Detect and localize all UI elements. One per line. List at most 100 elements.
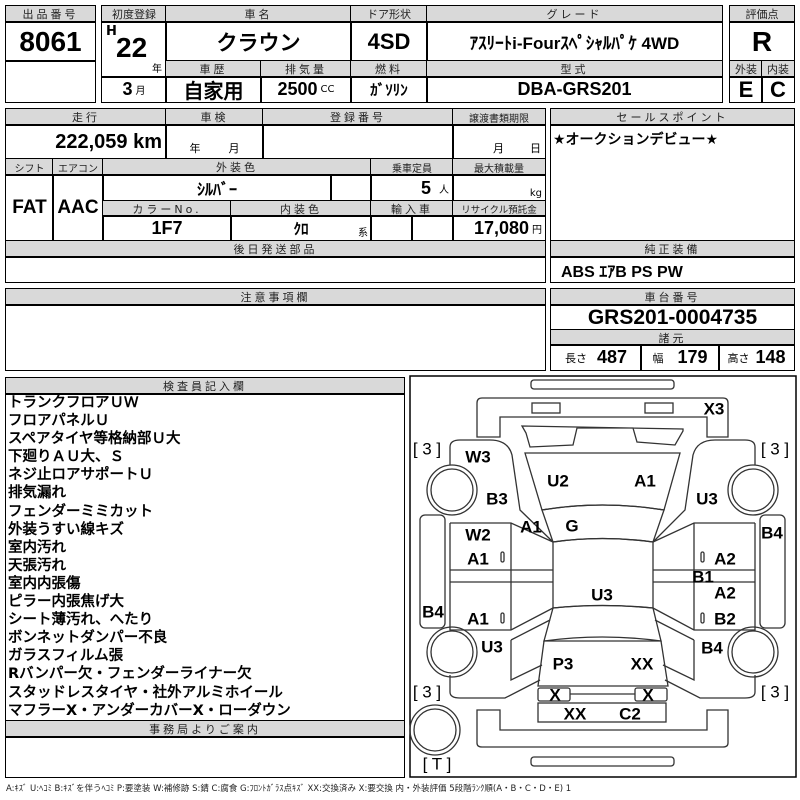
grille <box>520 425 684 448</box>
inspection-year-unit: 年 <box>189 142 201 155</box>
legend: A:ｷｽﾞ U:ﾍｺﾐ B:ｷｽﾞを伴うﾍｺﾐ P:要塗装 W:補修跡 S:錆 … <box>6 784 572 794</box>
model: DBA-GRS201 <box>426 76 723 103</box>
reg-no-value <box>262 124 454 160</box>
damage-mark: A1 <box>520 517 542 536</box>
front-bumper-bar <box>530 379 675 390</box>
rear-window <box>543 604 662 642</box>
first-reg-year: H 22 年 <box>101 21 167 78</box>
inspector-line: 外装うすい線キズ <box>8 521 124 538</box>
history-label: 車歴 <box>165 60 262 78</box>
spare-tire <box>413 708 457 752</box>
damage-mark: B4 <box>701 638 723 657</box>
wheel-rear-right <box>731 630 775 674</box>
lot-no: 8061 <box>5 21 96 62</box>
inspector-line: ボンネットダンパー不良 <box>8 630 168 647</box>
year-unit: 年 <box>152 64 162 75</box>
recycle-label: リサイクル預託金 <box>452 200 546 217</box>
inspector-line: 室内汚れ <box>8 539 66 556</box>
transfer-month-unit: 月 <box>493 142 504 155</box>
later-parts-label: 後日発送部品 <box>5 240 546 258</box>
damage-mark: A2 <box>714 583 736 602</box>
equipment: ABS ｴｱB PS PW <box>550 256 795 283</box>
displacement-unit: CC <box>320 84 335 95</box>
inspector-line: Rバンパー欠・フェンダーライナー欠 <box>8 666 252 683</box>
inspector-line: ネジ止ロアサポートＵ <box>8 467 153 484</box>
left-side-skirt <box>419 514 446 629</box>
mileage: 222,059 km <box>5 124 167 160</box>
year: 22 <box>116 32 148 63</box>
left-doors <box>449 523 554 631</box>
damage-mark: A1 <box>467 549 489 568</box>
grade-label: グレード <box>426 5 723 23</box>
car-name: クラウン <box>165 21 352 62</box>
notes-label: 注意事項欄 <box>5 288 546 306</box>
interior-label: 内装 <box>761 60 795 78</box>
month: 3 <box>122 79 133 99</box>
damage-mark: X <box>549 685 561 704</box>
diagram-frame <box>409 375 797 778</box>
office-label: 事務局よりご案内 <box>5 720 405 738</box>
grade: ｱｽﾘｰﾄi-Fourｽﾍﾟｼｬﾙﾊﾟｹ 4WD <box>426 21 723 62</box>
interior-color-label: 内装色 <box>230 200 372 217</box>
wheel-front-right <box>731 468 775 512</box>
inspector-line: 下廻りＡＵ大、Ｓ <box>8 449 124 466</box>
score-label: 評価点 <box>729 5 795 23</box>
damage-mark: W3 <box>465 447 491 466</box>
trunk <box>537 640 669 687</box>
reg-no-label: 登録番号 <box>262 108 454 126</box>
interior-color: ｸﾛ <box>293 221 309 238</box>
inspector-line: 排気漏れ <box>8 485 66 502</box>
inspector-line: 天張汚れ <box>8 557 66 574</box>
inspector-label: 検査員記入欄 <box>5 377 405 395</box>
inspector-line: スタッドレスタイヤ・社外アルミホイール <box>8 684 283 701</box>
tire-tread-fr: [ 3 ] <box>761 439 789 458</box>
damage-mark: U3 <box>591 585 613 604</box>
damage-mark: XX <box>564 704 587 723</box>
inspector-line: ガラスフィルム張 <box>8 648 124 665</box>
office-value <box>5 736 405 778</box>
transfer-value: 月日 <box>452 124 546 160</box>
right-front-fender <box>652 439 756 543</box>
first-reg-label: 初度登録 <box>101 5 167 23</box>
rear-panel <box>537 702 667 723</box>
rear-bumper-bar <box>530 756 675 767</box>
tire-tread-fl: [ 3 ] <box>413 439 441 458</box>
recycle-unit: 円 <box>532 225 542 236</box>
inspector-line: ピラー内張焦げ大 <box>8 594 124 611</box>
color-blank <box>330 174 372 202</box>
length: 487 <box>596 347 628 367</box>
right-rear-fender <box>654 619 756 699</box>
inspector-line: 室内内張傷 <box>8 575 81 592</box>
lot-blank <box>5 60 96 103</box>
inspection-label: 車検 <box>165 108 264 126</box>
color-label: 外装色 <box>102 158 372 176</box>
specs-label: 諸元 <box>550 329 795 346</box>
front-bumper <box>476 397 729 438</box>
inspector-line: トランクフロアＵＷ <box>8 395 139 411</box>
tire-tread-spare: [ T ] <box>423 754 452 773</box>
import-cell-2 <box>411 215 454 242</box>
shift-label: シフト <box>5 158 54 176</box>
mileage-label: 走行 <box>5 108 167 126</box>
rear-bumper <box>476 709 729 748</box>
left-rear-fender <box>449 619 551 699</box>
damage-mark: X <box>642 685 654 704</box>
right-side-skirt <box>759 514 786 629</box>
exterior-score: E <box>729 76 763 103</box>
inspector-line: マフラーX・アンダーカバーX・ローダウン <box>8 702 291 719</box>
exterior-label: 外装 <box>729 60 763 78</box>
interior-color-cell: ｸﾛ系 <box>230 215 372 242</box>
capacity: 5 <box>420 177 431 198</box>
damage-mark: B4 <box>422 602 444 621</box>
notes-value <box>5 304 546 371</box>
capacity-unit: 人 <box>439 184 449 196</box>
damage-mark: B3 <box>486 489 508 508</box>
color-no: 1F7 <box>102 215 232 242</box>
tire-tread-rr: [ 3 ] <box>761 682 789 701</box>
transfer-label: 譲渡書類期限 <box>452 108 546 126</box>
